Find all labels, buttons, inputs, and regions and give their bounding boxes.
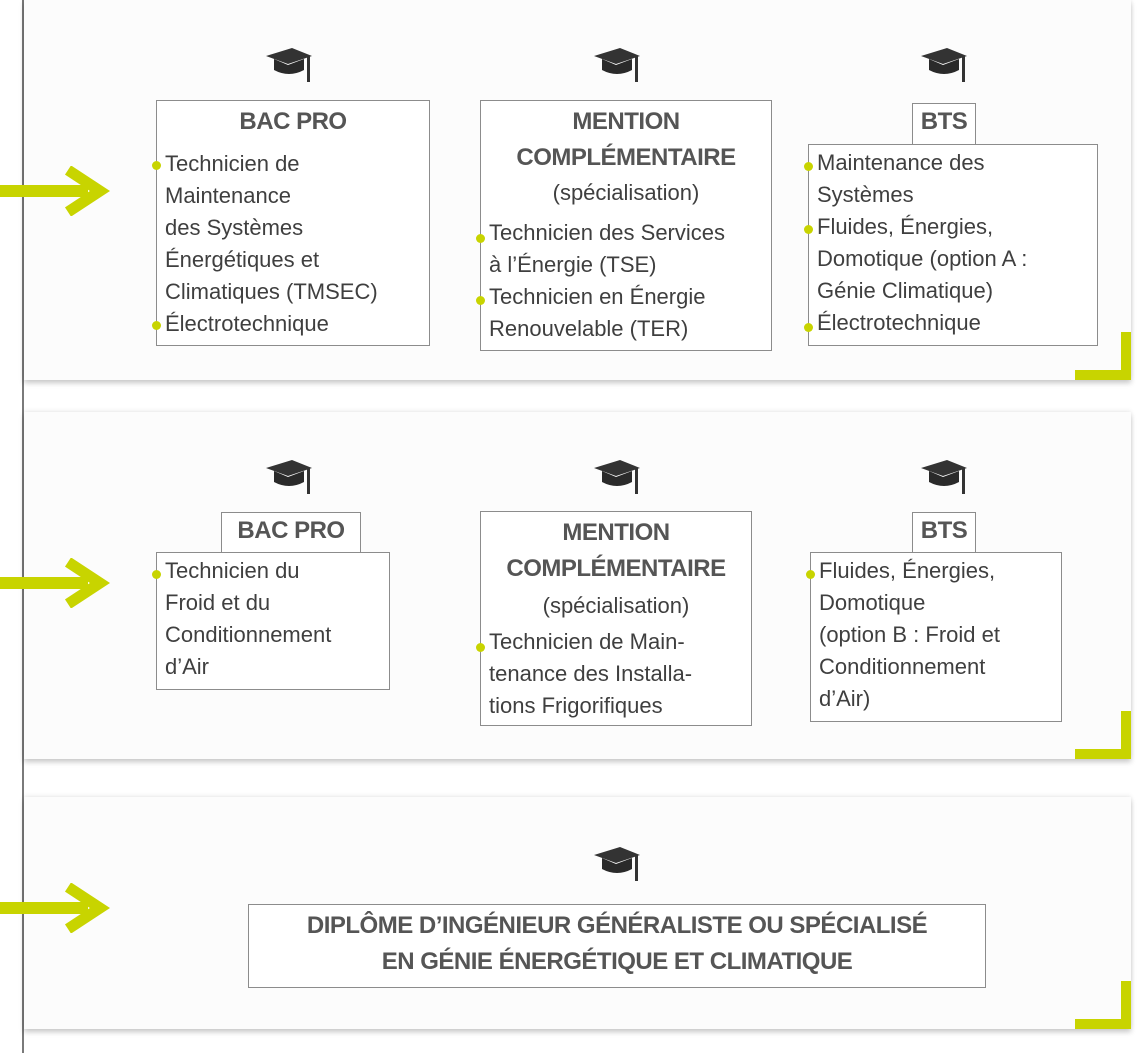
mention-box: MENTION COMPLÉMENTAIRE (spécialisation) … [476,100,772,351]
graduation-cap-icon [266,48,312,82]
corner-bracket-icon [1075,981,1131,1029]
bac-pro-title: BAC PRO [239,108,347,135]
engineer-diploma-title-line1: DIPLÔME D’INGÉNIEUR GÉNÉRALISTE OU SPÉCI… [306,912,928,939]
list-item: Technicien des Services à l’Énergie (TSE… [489,220,726,277]
right-arrow-icon [0,558,110,608]
list-item: Technicien en Énergie Renouvelable (TER) [489,284,706,341]
left-border-line [22,0,24,1053]
bts-title-box: BTS [912,103,976,145]
corner-bracket-icon [1075,711,1131,759]
bullet-dot [804,225,813,234]
mention-box: MENTION COMPLÉMENTAIRE (spécialisation) … [476,511,752,726]
bullet-dot [476,643,485,652]
bullet-dot [152,321,161,330]
graduation-cap-icon [266,460,312,494]
mention-title-line2: COMPLÉMENTAIRE [516,144,736,171]
list-item: Électrotechnique [165,311,329,336]
list-item: Technicien de Maintenance des Systèmes É… [165,151,378,304]
bts-box: Maintenance des Systèmes Fluides, Énergi… [804,144,1098,346]
bullet-dot [804,162,813,171]
right-arrow-icon [0,166,110,216]
corner-bracket-icon [1075,332,1131,380]
bullet-dot [152,161,161,170]
list-item: Maintenance des Systèmes [817,150,985,207]
panel-level-3: DIPLÔME D’INGÉNIEUR GÉNÉRALISTE OU SPÉCI… [0,797,1131,1029]
mention-title-line1: MENTION [562,519,670,546]
graduation-cap-icon [594,847,640,881]
bullet-dot [476,296,485,305]
mention-title-line2: COMPLÉMENTAIRE [506,555,726,582]
mention-subtitle: (spécialisation) [552,180,700,205]
panel-level-1: BAC PRO Technicien de Maintenance des Sy… [0,0,1131,380]
graduation-cap-icon [594,460,640,494]
bullet-dot [804,323,813,332]
bullet-dot [806,570,815,579]
engineer-diploma-box: DIPLÔME D’INGÉNIEUR GÉNÉRALISTE OU SPÉCI… [248,904,986,988]
mention-title-line1: MENTION [572,108,680,135]
right-arrow-icon [0,883,110,933]
graduation-cap-icon [594,48,640,82]
list-item: Fluides, Énergies, Domotique (option B :… [819,558,1000,711]
list-item: Technicien du Froid et du Conditionnemen… [165,558,332,679]
bac-pro-box: Technicien du Froid et du Conditionnemen… [152,552,390,690]
panel-level-2: BAC PRO Technicien du Froid et du Condit… [0,412,1131,759]
graduation-cap-icon [921,460,967,494]
engineer-diploma-title-line2: EN GÉNIE ÉNERGÉTIQUE ET CLIMATIQUE [381,948,853,975]
bts-box: Fluides, Énergies, Domotique (option B :… [806,552,1062,722]
bullet-dot [152,570,161,579]
mention-subtitle: (spécialisation) [542,593,690,618]
graduation-cap-icon [921,48,967,82]
list-item: Électrotechnique [817,310,981,335]
bac-pro-box: BAC PRO Technicien de Maintenance des Sy… [152,100,430,346]
bts-title-box: BTS [912,512,976,553]
list-item: Fluides, Énergies, Domotique (option A :… [817,214,1028,303]
list-item: Technicien de Main- tenance des Installa… [489,629,693,718]
bac-pro-title-box: BAC PRO [221,512,361,553]
bullet-dot [476,234,485,243]
